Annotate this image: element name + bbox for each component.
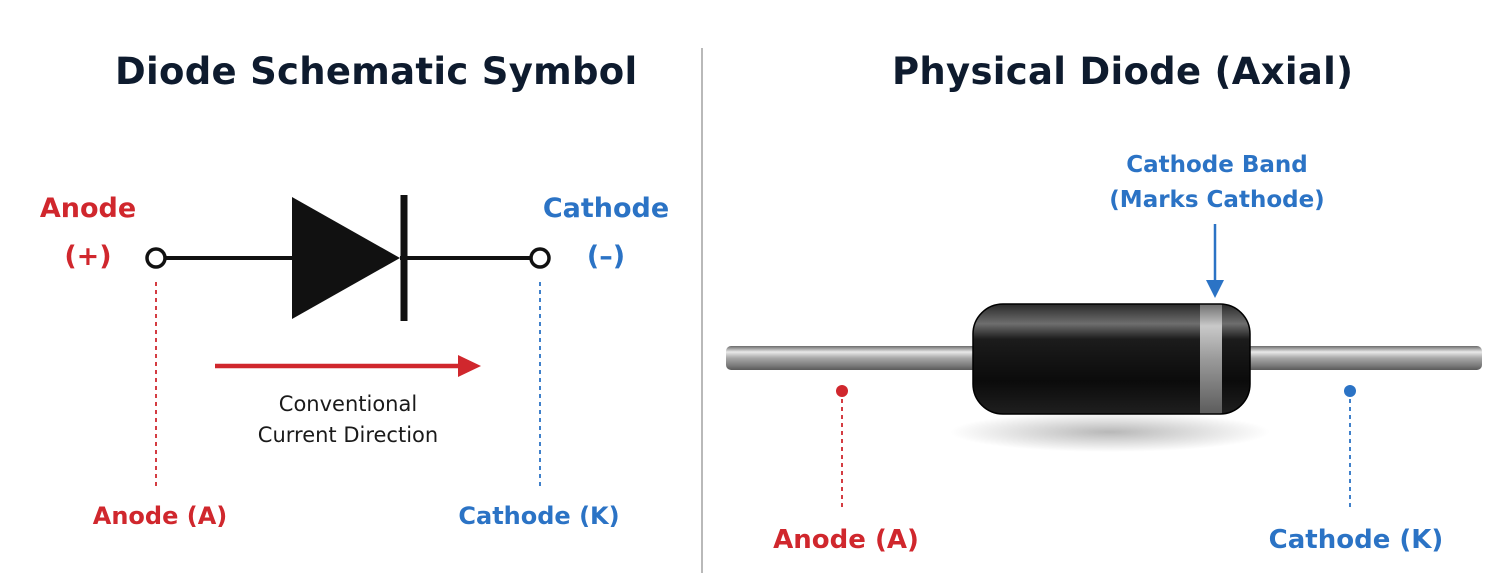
right-lead [1245, 346, 1482, 370]
diode-body-outline [972, 303, 1251, 415]
current-direction-line2: Current Direction [257, 423, 439, 447]
schematic-cathode-terminal-label: Cathode (K) [458, 502, 620, 530]
left-lead [726, 346, 978, 370]
band-arrow-head [1206, 280, 1224, 298]
current-direction-label: Conventional Current Direction [258, 389, 438, 451]
cathode-band-label: Cathode Band (Marks Cathode) [1109, 148, 1324, 218]
diode-triangle [292, 197, 400, 319]
current-direction-line1: Conventional [278, 392, 418, 416]
schematic-title: Diode Schematic Symbol [115, 50, 638, 93]
schematic-symbol [145, 195, 551, 488]
diode-shadow [950, 412, 1270, 452]
schematic-anode-terminal-label: Anode (A) [92, 502, 228, 530]
anode-label: Anode [39, 193, 137, 224]
cathode-band [1200, 304, 1222, 414]
current-arrow-head [458, 355, 481, 377]
anode-terminal-circle [145, 247, 167, 269]
physical-anode-terminal-label: Anode (A) [773, 525, 919, 555]
cathode-sign: (–) [586, 241, 626, 272]
cathode-label: Cathode [542, 193, 670, 224]
physical-title: Physical Diode (Axial) [892, 50, 1354, 93]
cathode-terminal-circle [529, 247, 551, 269]
cathode-band-line2: (Marks Cathode) [1109, 187, 1325, 213]
physical-cathode-terminal-label: Cathode (K) [1268, 525, 1444, 555]
anode-dot [836, 385, 848, 397]
cathode-band-line1: Cathode Band [1126, 152, 1308, 178]
section-divider [701, 48, 703, 573]
cathode-dot [1344, 385, 1356, 397]
anode-sign: (+) [64, 241, 112, 272]
physical-diode [726, 224, 1482, 510]
